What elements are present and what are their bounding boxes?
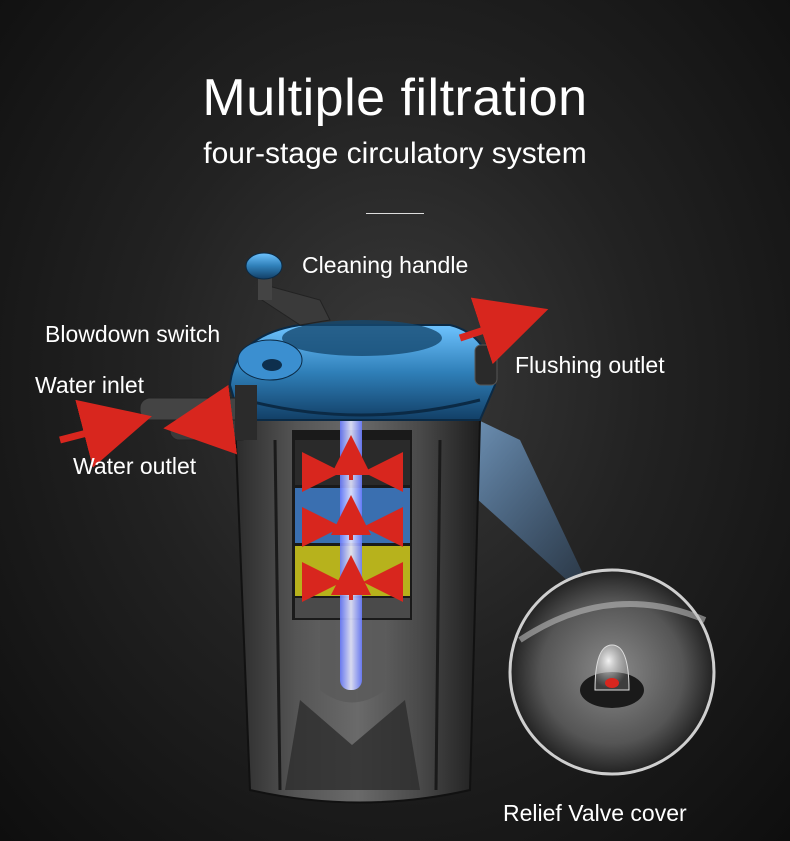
relief-valve-dome — [594, 644, 630, 691]
title-divider — [366, 213, 424, 214]
label-water-outlet: Water outlet — [73, 453, 197, 479]
page-title: Multiple filtration — [202, 69, 588, 127]
water-pipes — [139, 385, 257, 441]
relief-valve-inset — [508, 568, 716, 776]
flushing-outlet-nozzle — [474, 344, 498, 386]
label-water-inlet: Water inlet — [35, 372, 145, 398]
flow-arrows-external — [59, 297, 549, 468]
label-flushing-outlet: Flushing outlet — [515, 352, 665, 378]
flow-arrows-internal — [302, 435, 403, 602]
label-blowdown-switch: Blowdown switch — [45, 321, 221, 347]
label-relief-valve-cover: Relief Valve cover — [503, 800, 687, 826]
label-cleaning-handle: Cleaning handle — [302, 252, 469, 278]
cleaning-handle — [245, 252, 331, 326]
page-subtitle: four-stage circulatory system — [203, 137, 587, 170]
